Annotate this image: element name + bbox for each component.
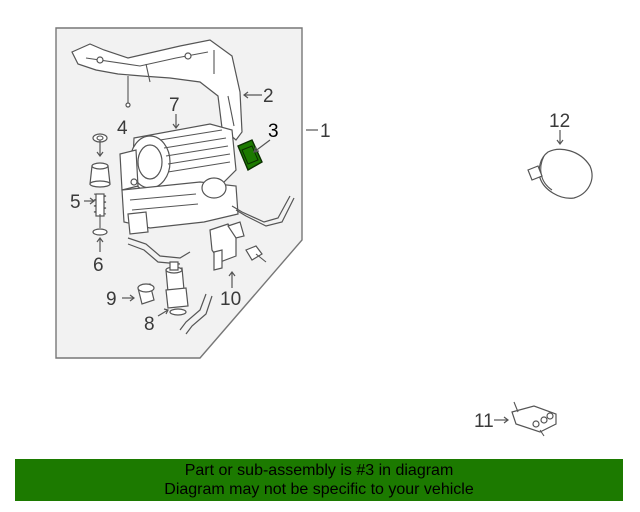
part-spring[interactable]: [93, 193, 107, 217]
leader-lines: [84, 91, 564, 424]
callout-8: 8: [144, 314, 155, 335]
part-valve[interactable]: [209, 221, 267, 271]
part-dryer[interactable]: [165, 261, 189, 316]
callout-4: 4: [117, 118, 128, 139]
part-bracket[interactable]: [71, 39, 243, 141]
callout-11: 11: [474, 411, 494, 432]
callout-2: 2: [263, 86, 274, 107]
banner-line-1: Part or sub-assembly is #3 in diagram: [184, 462, 454, 479]
part-compressor[interactable]: [119, 123, 239, 235]
callout-3: 3: [268, 121, 279, 142]
callout-9: 9: [106, 289, 117, 310]
part-bolt[interactable]: [92, 214, 108, 236]
part-air-lines[interactable]: [127, 195, 295, 335]
callout-6: 6: [93, 255, 104, 276]
callout-5: 5: [70, 192, 81, 213]
callout-7: 7: [169, 95, 180, 116]
part-relay[interactable]: [237, 139, 263, 172]
callout-1: 1: [320, 121, 331, 142]
part-info-banner: Part or sub-assembly is #3 in diagram Di…: [15, 459, 623, 501]
part-cover[interactable]: [527, 148, 593, 199]
part-mount[interactable]: [137, 283, 155, 305]
part-connector-bracket[interactable]: [511, 401, 557, 437]
callout-12: 12: [549, 111, 570, 132]
callout-10: 10: [220, 289, 241, 310]
part-isolator[interactable]: [89, 162, 111, 188]
banner-line-2: Diagram may not be specific to your vehi…: [164, 481, 474, 498]
